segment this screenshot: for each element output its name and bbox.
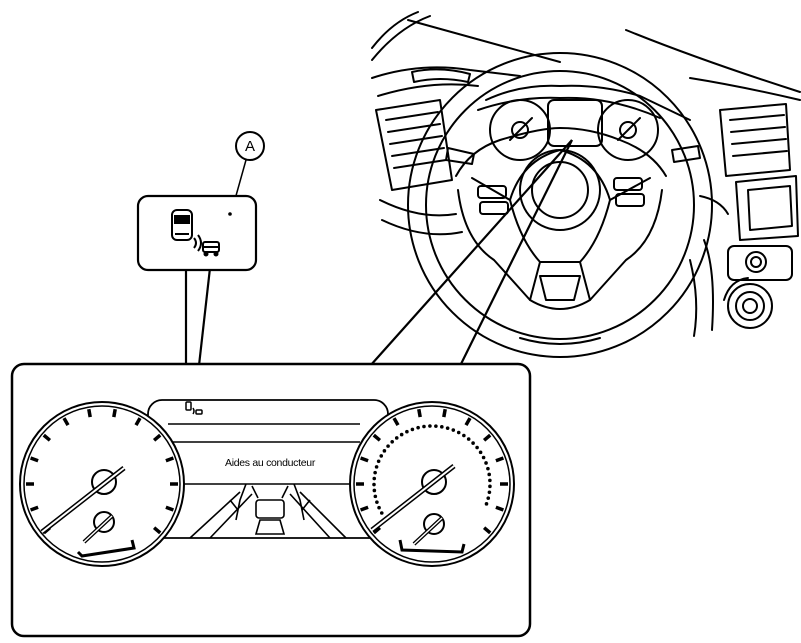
tachometer-dot bbox=[379, 511, 384, 515]
tachometer-dot bbox=[475, 445, 479, 450]
tachometer-tick bbox=[495, 456, 505, 463]
tachometer-dot bbox=[372, 482, 376, 487]
tachometer-dot bbox=[486, 466, 490, 471]
tachometer-dot bbox=[372, 476, 377, 481]
tachometer-tick bbox=[392, 417, 400, 426]
tachometer-dot bbox=[405, 429, 409, 434]
tachometer-dot bbox=[486, 496, 491, 500]
tachometer-dot bbox=[462, 433, 466, 438]
callout-a-label: A bbox=[245, 138, 255, 155]
tachometer-dot bbox=[390, 440, 394, 444]
tachometer-dot bbox=[394, 436, 399, 440]
speedometer-tick bbox=[42, 433, 52, 442]
warning-icon-zoom-box bbox=[136, 194, 258, 272]
speedometer-tick bbox=[165, 505, 175, 512]
speedometer-tick bbox=[112, 408, 117, 418]
dashboard-illustration bbox=[371, 11, 801, 358]
speedometer-tick bbox=[165, 456, 175, 463]
tachometer-dot bbox=[410, 427, 415, 432]
tachometer-dot bbox=[373, 470, 377, 475]
tachometer-dot bbox=[374, 465, 379, 469]
tachometer-dot bbox=[481, 455, 486, 460]
tachometer-dot bbox=[440, 425, 444, 429]
tachometer-dot bbox=[386, 444, 390, 448]
tachometer-tick bbox=[359, 456, 369, 463]
tachometer-dot bbox=[377, 505, 381, 510]
tachometer-tick bbox=[359, 505, 369, 512]
speedometer-tick bbox=[152, 433, 162, 442]
callout-a: A bbox=[231, 131, 265, 211]
tachometer-dot bbox=[376, 459, 381, 464]
status-bar-warning-icon bbox=[185, 401, 203, 415]
tachometer-tick bbox=[372, 433, 382, 442]
speedometer-tick bbox=[87, 408, 92, 418]
tachometer-dot bbox=[484, 461, 488, 465]
cluster-zoom-box: Aides au conducteur bbox=[10, 362, 532, 638]
tachometer-dot bbox=[471, 441, 475, 445]
tachometer-dot bbox=[456, 430, 461, 435]
tachometer-dot bbox=[416, 425, 420, 430]
speedometer-tick bbox=[62, 417, 70, 426]
tachometer-dot bbox=[484, 502, 489, 506]
speedometer-tick bbox=[134, 417, 142, 426]
tachometer-tick bbox=[495, 505, 505, 512]
speedometer-tick bbox=[29, 505, 39, 512]
tachometer-tick bbox=[372, 526, 382, 535]
tachometer-dot bbox=[451, 428, 456, 432]
tachometer-tick bbox=[464, 417, 472, 426]
tachometer-dot bbox=[445, 426, 450, 430]
tachometer-tick bbox=[482, 433, 492, 442]
tachometer-dot bbox=[375, 500, 379, 504]
lane-road-graphic bbox=[189, 483, 347, 539]
speedometer-tick bbox=[152, 526, 162, 535]
tachometer-dot bbox=[428, 424, 432, 428]
tachometer-dot bbox=[373, 494, 378, 499]
tachometer-dot bbox=[372, 488, 377, 493]
tachometer-tick bbox=[417, 408, 422, 418]
tachometer-dot bbox=[399, 432, 404, 437]
tachometer-dot bbox=[488, 484, 492, 489]
tachometer-dot bbox=[422, 424, 426, 429]
tachometer-dot bbox=[379, 454, 384, 458]
tachometer-tick bbox=[482, 526, 492, 535]
tachometer-dot bbox=[434, 424, 438, 428]
tachometer-gauge bbox=[349, 401, 515, 567]
blind-spot-warning-icon bbox=[171, 209, 220, 257]
tachometer-dot bbox=[382, 449, 387, 453]
tachometer-dot bbox=[466, 437, 471, 441]
tachometer-dot bbox=[488, 478, 492, 483]
speedometer-tick bbox=[29, 456, 39, 463]
tachometer-dot bbox=[487, 472, 492, 477]
speedometer-gauge bbox=[19, 401, 185, 567]
tachometer-dot bbox=[478, 450, 483, 455]
tachometer-tick bbox=[442, 408, 447, 418]
driver-assist-menu-text: Aides au conducteur bbox=[225, 457, 316, 469]
tachometer-dot bbox=[487, 490, 492, 495]
